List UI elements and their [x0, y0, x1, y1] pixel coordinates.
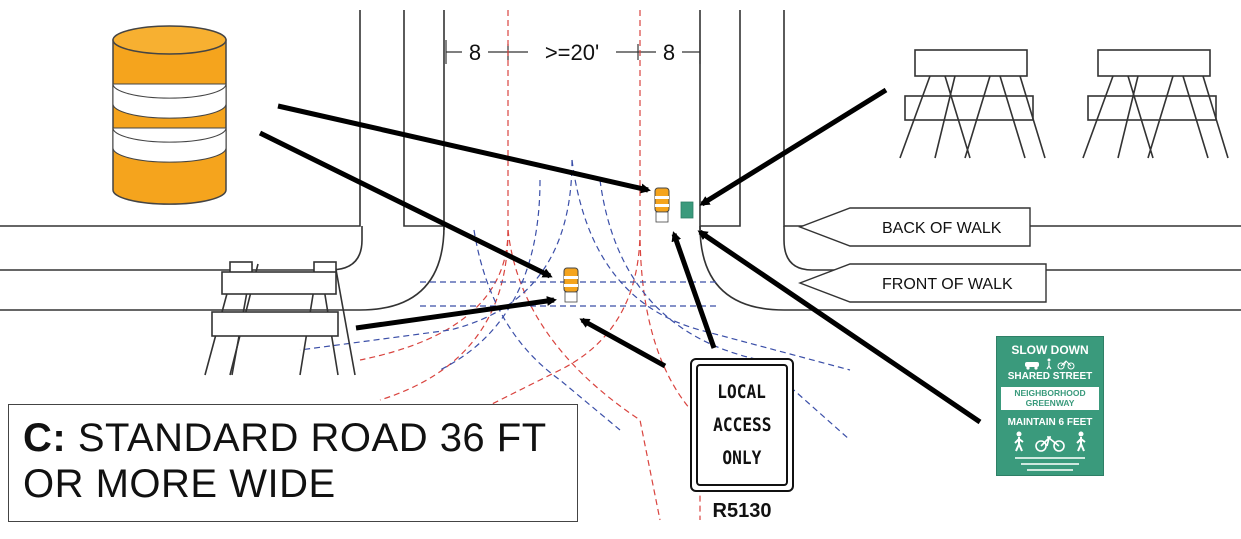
local-access-sign-face: LOCAL ACCESS ONLY — [696, 364, 788, 486]
greenway-line-4: GREENWAY — [1025, 398, 1075, 408]
arrow-barricade-left — [355, 296, 557, 331]
car-walk-bike-icon — [1025, 358, 1075, 370]
caption-box: C: STANDARD ROAD 36 FT OR MORE WIDE — [8, 404, 578, 522]
greenway-sign-small-icon — [680, 201, 694, 219]
dimension-labels: 8 >=20' 8 — [462, 38, 682, 66]
caption-line1-text: STANDARD ROAD 36 FT — [77, 416, 547, 460]
greenway-line-5: MAINTAIN 6 FEET — [1007, 417, 1093, 428]
barricade-icon-right-1 — [899, 49, 1046, 159]
barrel-small-top-icon — [654, 187, 670, 223]
arrow-local-sign-to-top — [671, 231, 717, 349]
back-of-walk-label: BACK OF WALK — [798, 207, 1031, 247]
greenway-line-2: SHARED STREET — [1007, 371, 1093, 382]
barricade-icon-left — [204, 261, 356, 376]
barrel-small-center-icon — [563, 267, 579, 303]
greenway-fine-print-3 — [1027, 469, 1073, 471]
local-sign-line-3: ONLY — [722, 446, 762, 469]
dimension-right: 8 — [663, 40, 675, 65]
greenway-line-3: NEIGHBORHOOD — [1014, 388, 1086, 398]
arrow-barrel-to-center — [258, 130, 553, 279]
back-of-walk-text: BACK OF WALK — [882, 220, 1002, 237]
road-outlines — [0, 10, 1241, 311]
walk-bike-walk-icon — [1014, 431, 1086, 452]
local-sign-line-1: LOCAL — [717, 380, 767, 403]
greenway-fine-print-2 — [1021, 463, 1079, 465]
local-sign-line-2: ACCESS — [712, 413, 772, 436]
caption-line-1: C: STANDARD ROAD 36 FT — [23, 415, 563, 461]
pointer-arrows — [258, 87, 982, 425]
turning-paths-blue — [299, 159, 851, 441]
caption-line-2: OR MORE WIDE — [23, 462, 336, 506]
sign-code-label: R5130 — [712, 500, 772, 522]
traffic-barrel-large-icon — [112, 25, 227, 205]
barricade-icon-right-2 — [1082, 49, 1229, 159]
arrow-greenway-to-top — [697, 229, 982, 425]
arrow-barrel-to-top — [277, 103, 651, 194]
dimension-middle: >=20' — [545, 40, 599, 65]
dimension-left: 8 — [469, 40, 481, 65]
greenway-sign: SLOW DOWN SHARED STREET NEIGHBORHOOD GRE… — [996, 336, 1104, 476]
arrow-local-sign-to-center — [579, 317, 667, 369]
front-of-walk-text: FRONT OF WALK — [882, 276, 1013, 293]
arrow-barricade-right — [699, 87, 888, 207]
local-access-only-sign: LOCAL ACCESS ONLY — [690, 358, 794, 492]
front-of-walk-label: FRONT OF WALK — [798, 263, 1047, 303]
caption-prefix: C: — [23, 416, 67, 460]
greenway-white-band: NEIGHBORHOOD GREENWAY — [1001, 387, 1099, 410]
greenway-fine-print — [1015, 457, 1085, 459]
greenway-line-1: SLOW DOWN — [1011, 343, 1089, 357]
